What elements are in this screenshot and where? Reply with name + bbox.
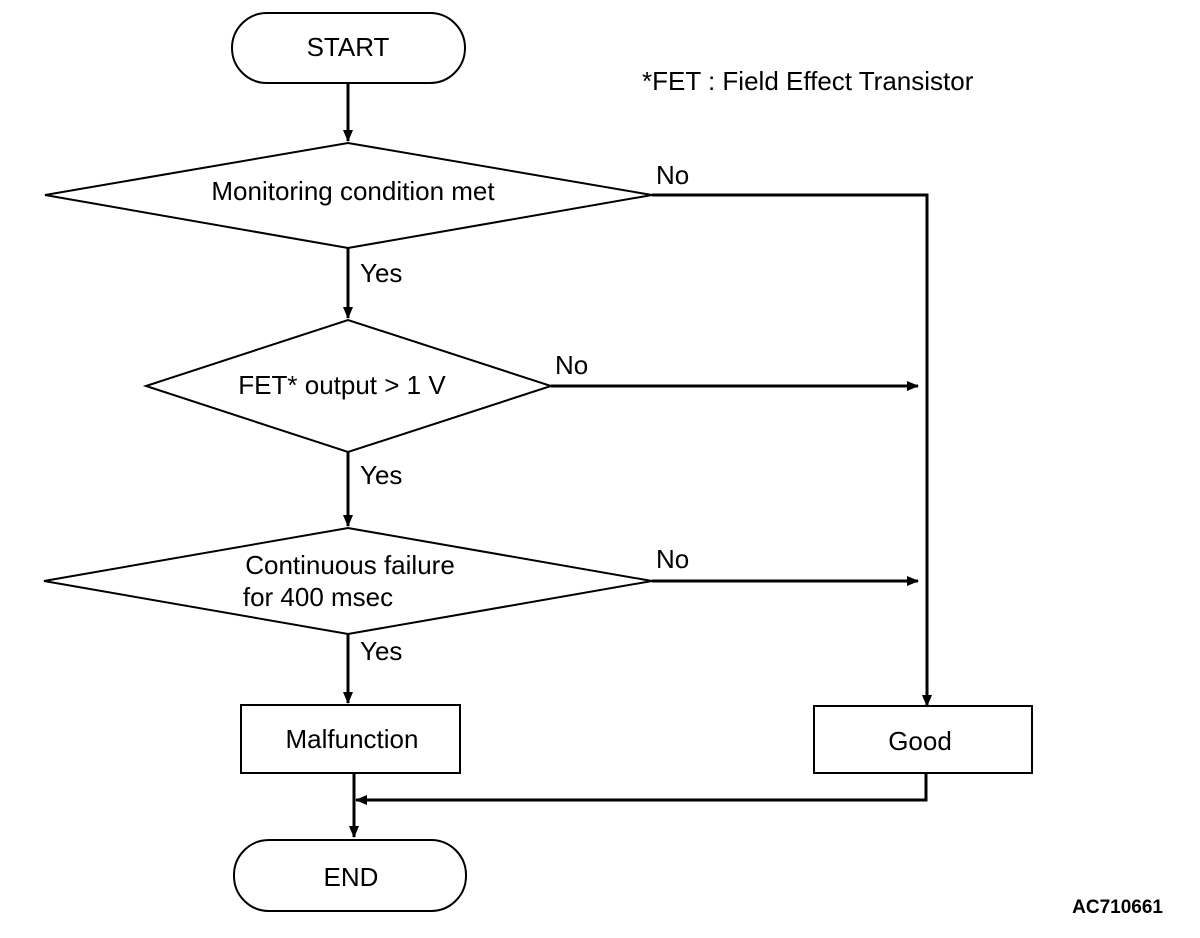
start-label: START [307, 32, 390, 62]
end-terminal: END [233, 839, 467, 912]
end-label: END [324, 862, 379, 892]
good-box: Good [813, 705, 1033, 774]
decision-fet-yes-label: Yes [360, 460, 402, 490]
decision-fet-text: FET* output > 1 V [238, 370, 446, 400]
malfunction-box: Malfunction [240, 704, 461, 774]
figure-code: AC710661 [1072, 897, 1163, 918]
decision-fet-no-label: No [555, 350, 588, 380]
good-label: Good [888, 726, 952, 756]
decision-continuous-no-label: No [656, 544, 689, 574]
decision-fet-output: FET* output > 1 V [142, 318, 555, 454]
arrow-monitoring-no-to-good [652, 193, 932, 707]
footnote-fet: *FET : Field Effect Transistor [642, 66, 974, 96]
decision-continuous-yes-label: Yes [360, 636, 402, 666]
decision-monitoring-condition: Monitoring condition met [44, 141, 653, 250]
decision-monitoring-text: Monitoring condition met [211, 176, 495, 206]
decision-continuous-text-line1: Continuous failure [245, 550, 455, 580]
decision-monitoring-no-label: No [656, 160, 689, 190]
decision-continuous-text-line2: for 400 msec [243, 582, 393, 612]
start-terminal: START [231, 12, 466, 84]
decision-monitoring-yes-label: Yes [360, 258, 402, 288]
decision-continuous-failure: Continuous failure for 400 msec [43, 526, 653, 636]
arrow-good-to-end [355, 773, 928, 805]
malfunction-label: Malfunction [286, 724, 419, 754]
